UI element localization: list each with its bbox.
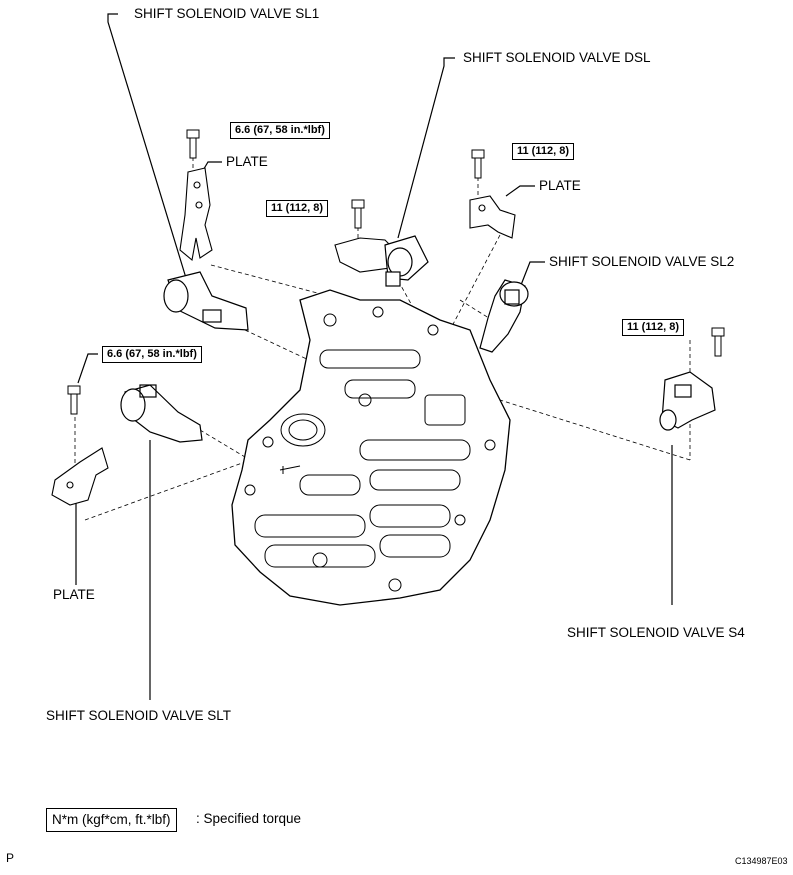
bolt-dsl: [351, 199, 365, 229]
plate-top: [179, 167, 213, 262]
label-dsl: SHIFT SOLENOID VALVE DSL: [463, 50, 651, 65]
solenoid-slt: [120, 384, 203, 443]
label-s4: SHIFT SOLENOID VALVE S4: [567, 625, 745, 640]
figure-code: C134987E03: [735, 856, 788, 866]
torque-sl1-bolt: 6.6 (67, 58 in.*lbf): [230, 122, 330, 139]
solenoid-sl1: [163, 271, 249, 331]
label-sl1: SHIFT SOLENOID VALVE SL1: [134, 6, 320, 21]
bolt-sl1: [186, 129, 200, 159]
plate-right: [469, 195, 516, 239]
bolt-s4: [711, 327, 725, 357]
solenoid-dsl: [384, 235, 429, 287]
torque-plate-bolt: 11 (112, 8): [512, 143, 574, 160]
bolt-left: [67, 385, 81, 415]
leader-sl2: [520, 261, 545, 286]
leader-dsl: [397, 57, 455, 239]
label-plate-right: PLATE: [539, 178, 581, 193]
label-slt: SHIFT SOLENOID VALVE SLT: [46, 708, 232, 723]
valve-body: [231, 289, 511, 606]
corner-letter: P: [6, 851, 15, 865]
torque-left-bolt: 6.6 (67, 58 in.*lbf): [102, 346, 202, 363]
solenoid-s4: [659, 371, 716, 431]
leader-plate-right: [505, 185, 535, 197]
torque-s4-bolt: 11 (112, 8): [622, 319, 684, 336]
solenoid-sl2: [479, 279, 529, 353]
label-sl2: SHIFT SOLENOID VALVE SL2: [549, 254, 735, 269]
label-plate-left: PLATE: [53, 587, 95, 602]
label-plate-top: PLATE: [226, 154, 268, 169]
legend-unit-box: N*m (kgf*cm, ft.*lbf): [46, 808, 177, 832]
legend-description: : Specified torque: [196, 811, 302, 826]
plate-left: [51, 447, 109, 506]
leader-torque-left: [77, 353, 98, 384]
bolt-plate-right: [471, 149, 485, 179]
torque-dsl-bolt: 11 (112, 8): [266, 200, 328, 217]
leader-sl1: [107, 13, 187, 279]
